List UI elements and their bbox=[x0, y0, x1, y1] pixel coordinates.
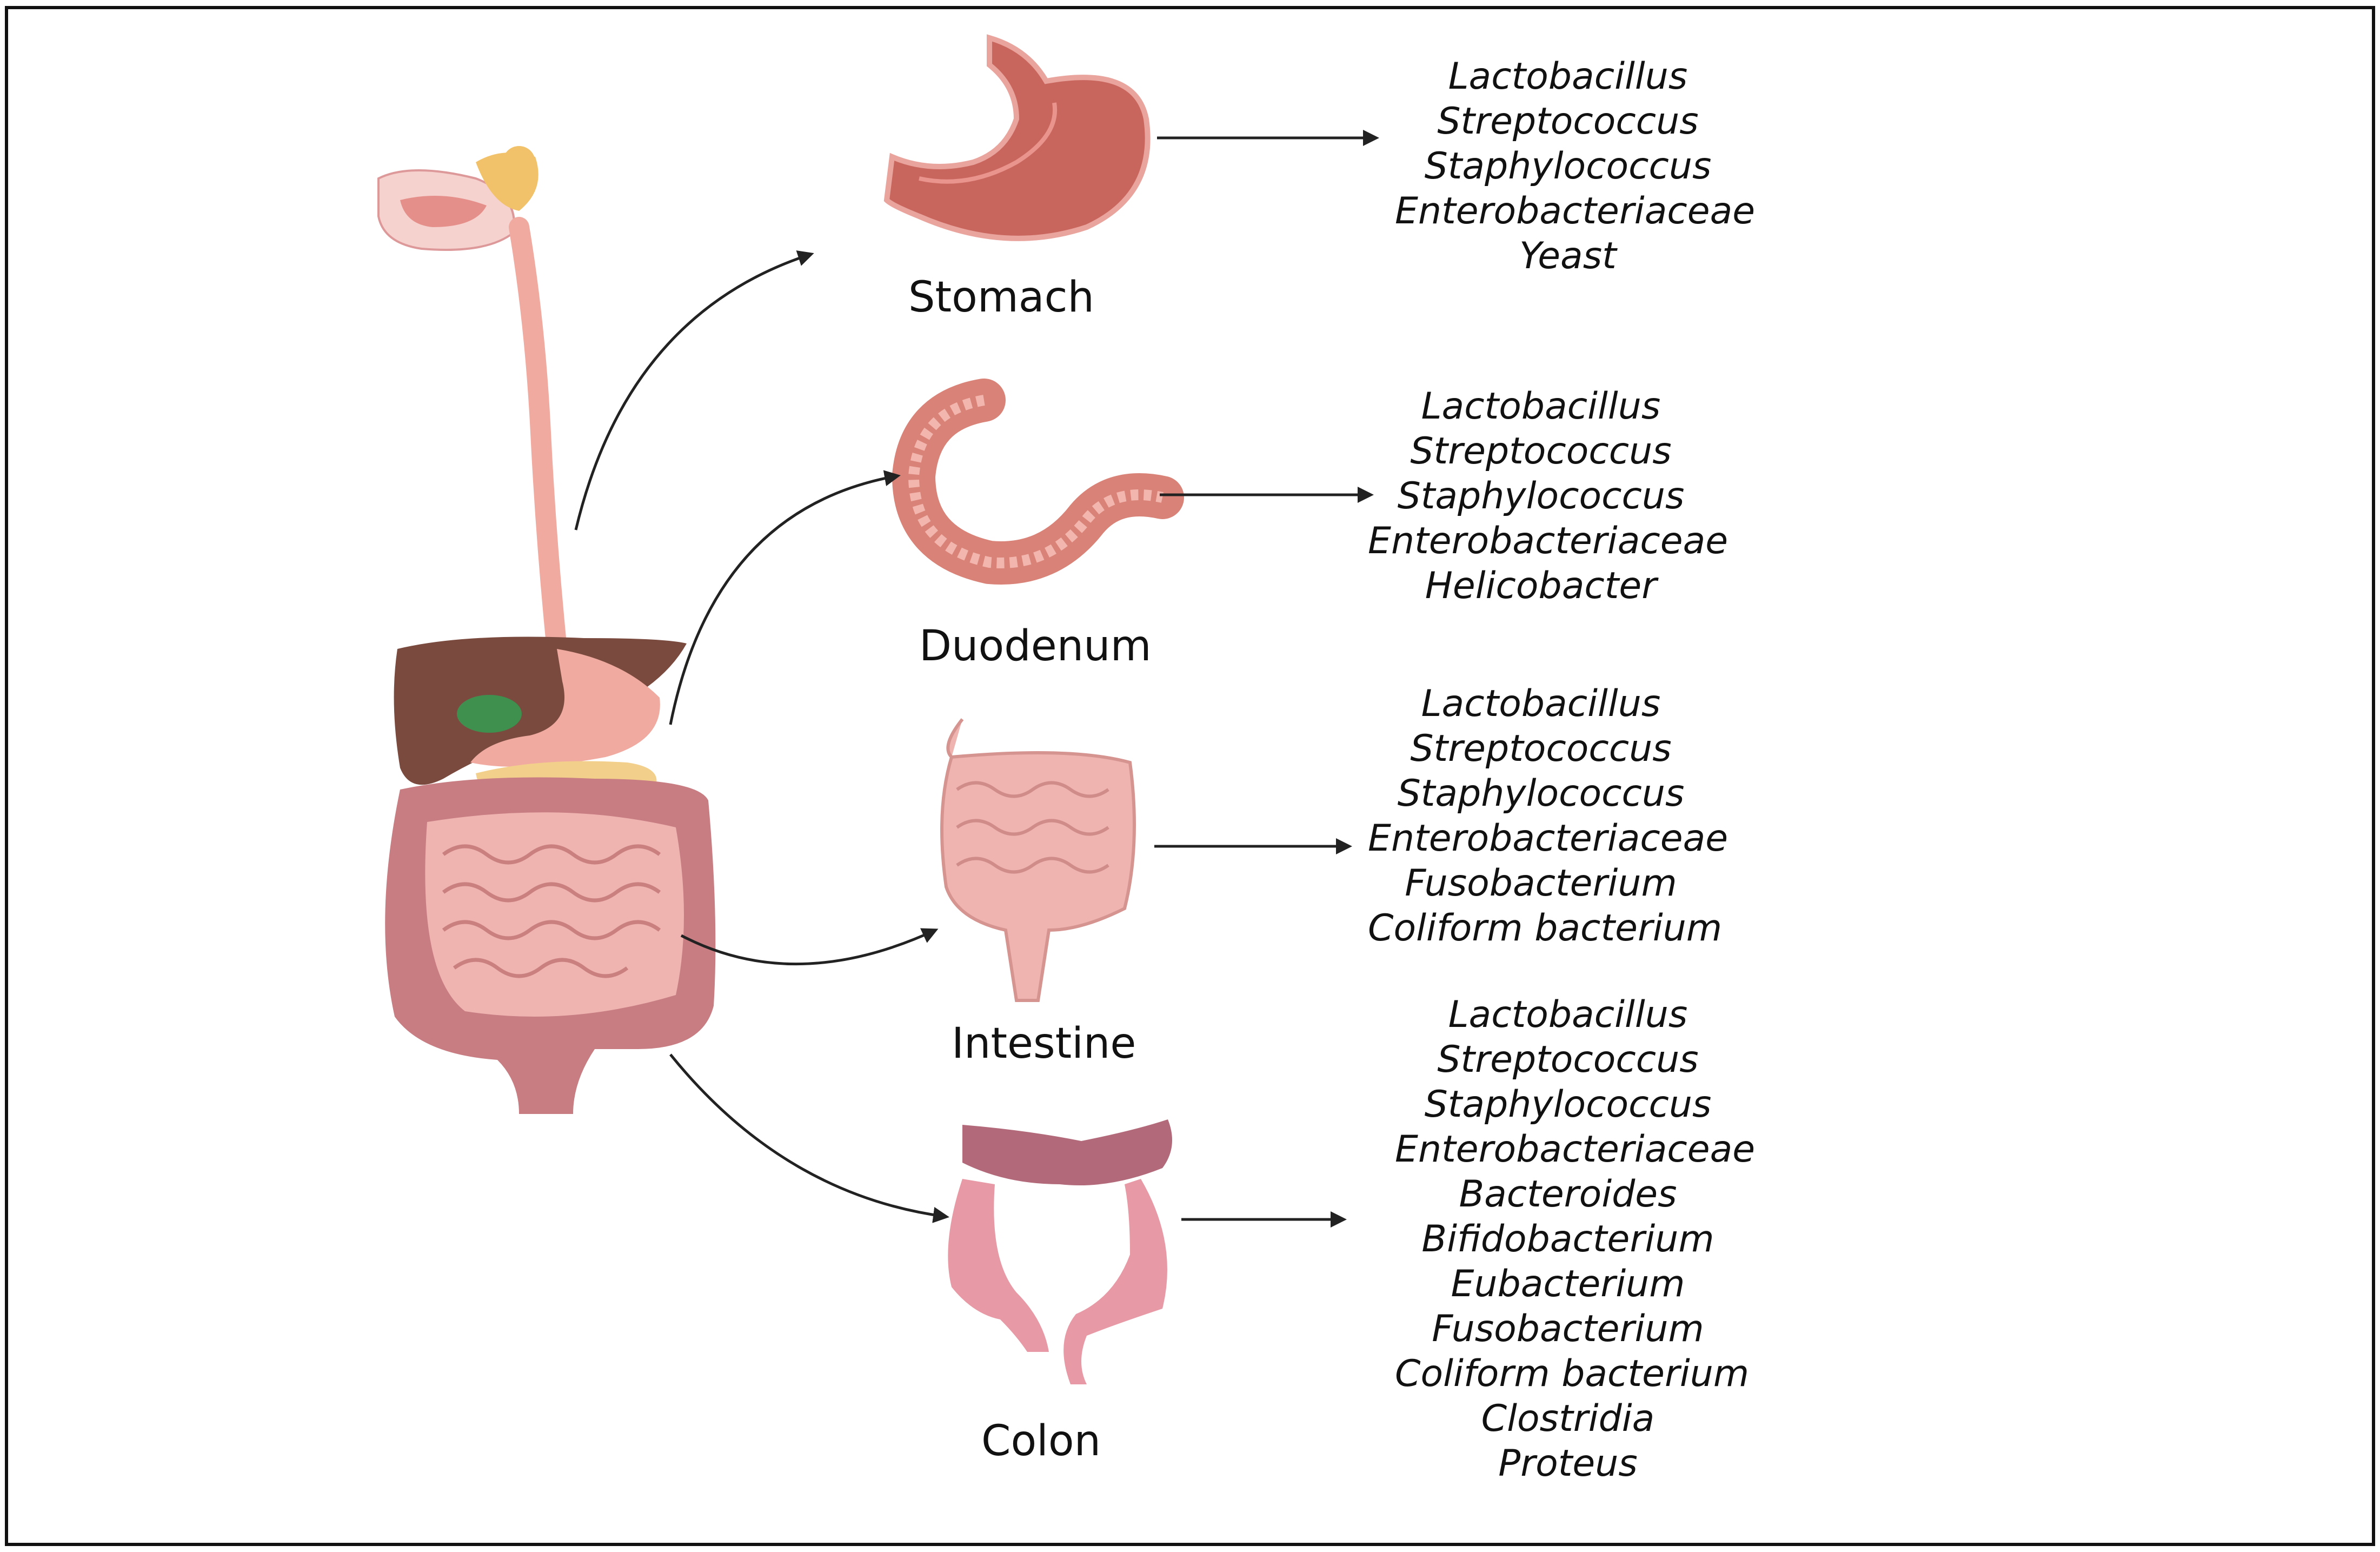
colon-illustration bbox=[948, 1119, 1172, 1384]
digestive-system-illustration bbox=[377, 146, 716, 1114]
connector-arrows bbox=[574, 250, 949, 1223]
bacteria-name: Coliform bacterium bbox=[1368, 907, 1723, 950]
bacteria-name: Lactobacillus bbox=[1448, 55, 1688, 98]
bacteria-name: Proteus bbox=[1498, 1442, 1638, 1485]
bacteria-name: Eubacterium bbox=[1451, 1263, 1685, 1305]
bacteria-list-intestine: Lactobacillus Streptococcus Staphylococc… bbox=[1368, 681, 1729, 951]
arrow-body-to-colon bbox=[669, 1053, 949, 1223]
arrow-body-to-duodenum bbox=[669, 470, 901, 725]
small-intestine-illustration bbox=[425, 812, 684, 1017]
bacteria-name: Streptococcus bbox=[1437, 100, 1699, 143]
esophagus-illustration bbox=[509, 217, 567, 659]
bacteria-name: Lactobacillus bbox=[1421, 682, 1661, 725]
bacteria-list-stomach: Lactobacillus Streptococcus Staphylococc… bbox=[1395, 54, 1756, 278]
bacteria-name: Staphylococcus bbox=[1424, 1083, 1712, 1126]
organ-label-intestine: Intestine bbox=[952, 1019, 1136, 1068]
bacteria-name: Bacteroides bbox=[1459, 1173, 1677, 1216]
bacteria-name: Streptococcus bbox=[1410, 727, 1672, 770]
bacteria-name: Yeast bbox=[1519, 235, 1617, 277]
bacteria-name: Streptococcus bbox=[1410, 430, 1672, 473]
figure-border bbox=[5, 6, 2375, 1546]
bacteria-name: Clostridia bbox=[1481, 1397, 1655, 1440]
bacteria-name: Fusobacterium bbox=[1405, 862, 1677, 905]
bacteria-name: Enterobacteriaceae bbox=[1368, 520, 1729, 562]
bacteria-name: Lactobacillus bbox=[1421, 385, 1661, 428]
organ-label-duodenum: Duodenum bbox=[919, 622, 1152, 671]
bacteria-name: Enterobacteriaceae bbox=[1368, 817, 1729, 860]
duodenum-illustration bbox=[892, 379, 1184, 585]
bacteria-name: Staphylococcus bbox=[1424, 145, 1712, 188]
stomach-in-body-illustration bbox=[470, 649, 660, 767]
organ-label-stomach: Stomach bbox=[908, 273, 1094, 322]
bacteria-name: Coliform bacterium bbox=[1395, 1352, 1750, 1395]
intestine-illustration bbox=[940, 718, 1136, 1002]
bacteria-name: Enterobacteriaceae bbox=[1395, 190, 1756, 233]
bacteria-name: Streptococcus bbox=[1437, 1038, 1699, 1081]
bacteria-list-colon: Lactobacillus Streptococcus Staphylococc… bbox=[1395, 992, 1756, 1486]
bacteria-name: Bifidobacterium bbox=[1421, 1218, 1714, 1261]
stomach-illustration bbox=[883, 34, 1151, 241]
bacteria-name: Helicobacter bbox=[1425, 565, 1657, 607]
arrow-body-to-intestine bbox=[680, 928, 939, 966]
mouth-illustration bbox=[377, 146, 539, 251]
organ-label-colon: Colon bbox=[981, 1417, 1101, 1465]
list-arrows bbox=[1154, 130, 1379, 1228]
intestine-folds bbox=[442, 844, 661, 978]
gallbladder-illustration bbox=[457, 695, 522, 733]
bacteria-name: Enterobacteriaceae bbox=[1395, 1128, 1756, 1171]
bacteria-name: Staphylococcus bbox=[1397, 772, 1685, 815]
arrow-body-to-stomach bbox=[574, 250, 814, 530]
bacteria-list-duodenum: Lactobacillus Streptococcus Staphylococc… bbox=[1368, 384, 1729, 608]
bacteria-name: Lactobacillus bbox=[1448, 993, 1688, 1036]
bacteria-name: Fusobacterium bbox=[1432, 1308, 1704, 1350]
bacteria-name: Staphylococcus bbox=[1397, 475, 1685, 518]
